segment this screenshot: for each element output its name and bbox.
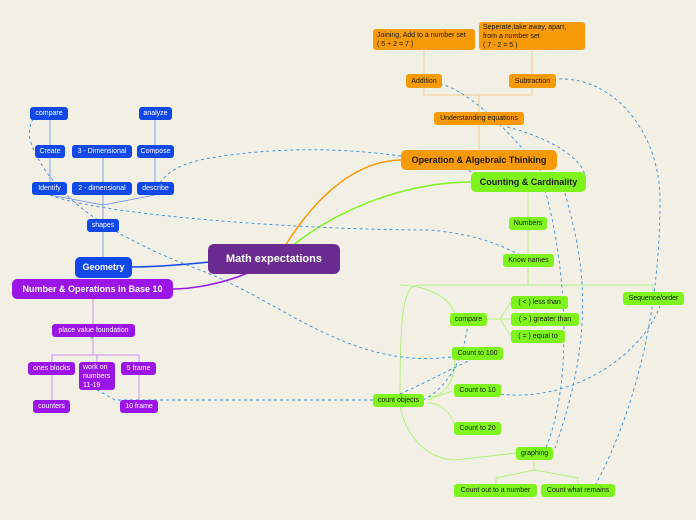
geometry-connectors (49, 120, 156, 258)
branch-geometry (130, 261, 211, 268)
understanding-equations-node[interactable]: Understanding equations (434, 112, 524, 125)
count-objects-node[interactable]: count objects (373, 394, 424, 407)
know-names-node[interactable]: Know names (503, 254, 554, 267)
separate-node[interactable]: Seperate,take away, apart, from a number… (479, 22, 585, 50)
greater-than-node[interactable]: ( > ) greater than (511, 313, 579, 326)
create-node[interactable]: Create (35, 145, 65, 158)
equal-to-node[interactable]: ( = ) equal to (511, 330, 565, 343)
graphing-node[interactable]: graphing (516, 447, 553, 460)
count-to-100-node[interactable]: Count to 100 (452, 347, 503, 360)
less-than-node[interactable]: ( < ) less than (511, 296, 568, 309)
counters-node[interactable]: counters (33, 400, 70, 413)
counting-connectors (399, 193, 654, 484)
branch-base10 (171, 271, 251, 290)
compose-node[interactable]: Compose (137, 145, 174, 158)
work-on-numbers-node[interactable]: work on numbers 11-19 (79, 362, 115, 390)
sequence-order-node[interactable]: Sequence/order (623, 292, 684, 305)
ones-blocks-node[interactable]: ones blocks (28, 362, 75, 375)
geometry-compare-node[interactable]: compare (30, 107, 68, 120)
count-remains-node[interactable]: Count what remains (541, 484, 615, 497)
joining-node[interactable]: Joining, Add to a number set ( 5 + 2 = 7… (373, 29, 475, 50)
five-frame-node[interactable]: 5 frame (121, 362, 156, 375)
count-to-10-node[interactable]: Count to 10 (454, 384, 501, 397)
numbers-node[interactable]: Numbers (509, 217, 547, 230)
addition-node[interactable]: Addition (406, 74, 442, 88)
counting-node[interactable]: Counting & Cardinality (471, 172, 586, 192)
place-value-node[interactable]: place value foundation (52, 324, 135, 337)
counting-compare-node[interactable]: compare (450, 313, 487, 326)
ten-frame-node[interactable]: 10 frame (120, 400, 158, 413)
identify-node[interactable]: Identify (32, 182, 67, 195)
base10-connectors (51, 298, 140, 400)
branch-counting (291, 181, 473, 247)
two-dimensional-node[interactable]: 2 - dimensional (72, 182, 132, 195)
subtraction-node[interactable]: Subtraction (509, 74, 556, 88)
three-dimensional-node[interactable]: 3 - Dimensional (72, 145, 132, 158)
count-to-20-node[interactable]: Count to 20 (454, 422, 501, 435)
shapes-node[interactable]: shapes (87, 219, 119, 232)
analyze-node[interactable]: analyze (139, 107, 172, 120)
geometry-node[interactable]: Geometry (75, 257, 132, 278)
central-topic[interactable]: Math expectations (208, 244, 340, 274)
base10-node[interactable]: Number & Operations in Base 10 (12, 279, 173, 299)
describe-node[interactable]: describe (137, 182, 174, 195)
operations-node[interactable]: Operation & Algebraic Thinking (401, 150, 557, 170)
count-out-node[interactable]: Count out to a number (454, 484, 537, 497)
branch-operations (284, 159, 404, 247)
operations-connectors (423, 50, 533, 150)
